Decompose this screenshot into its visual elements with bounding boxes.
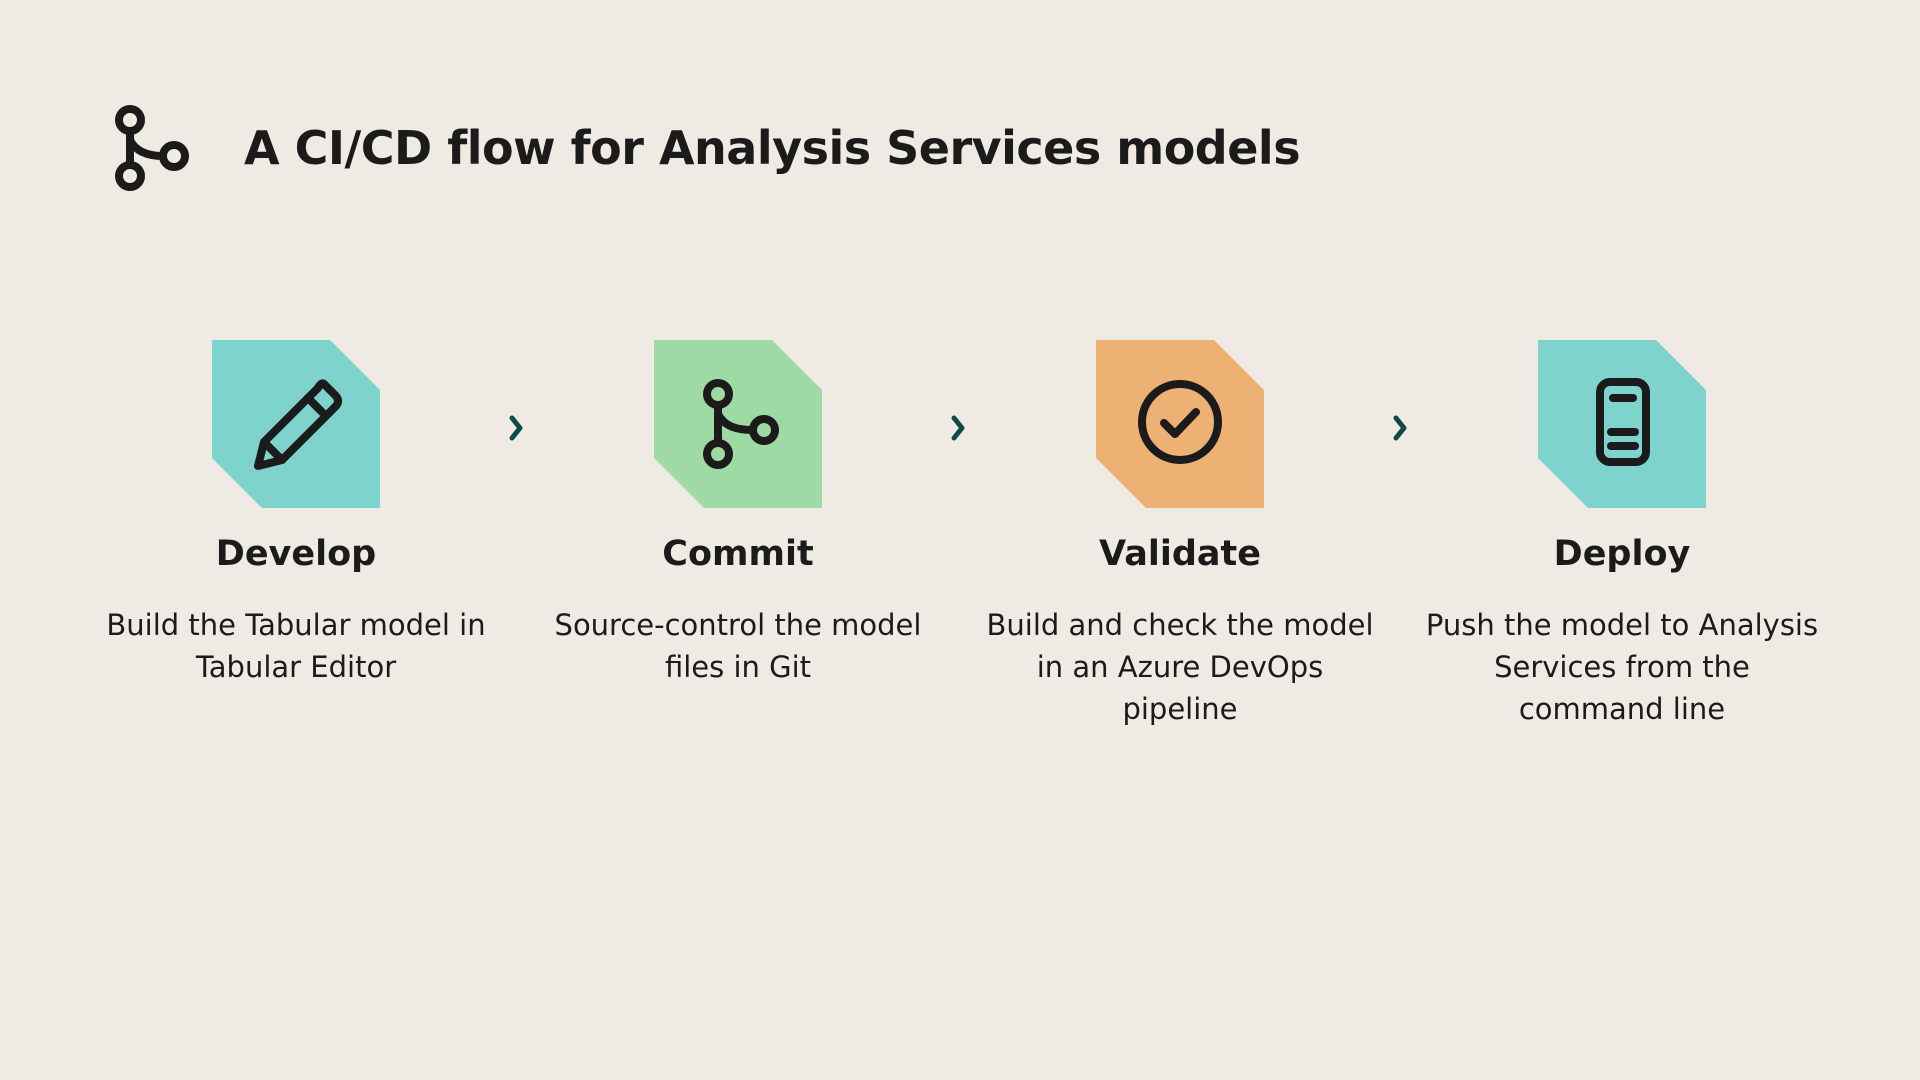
step-commit-description: Source-control the model files in Git — [554, 608, 922, 684]
chevron-right-icon — [1393, 415, 1407, 441]
chevron-right-icon — [509, 415, 523, 441]
step-deploy-description: Push the model to Analysis Services from… — [1425, 608, 1819, 726]
page-title: A CI/CD flow for Analysis Services model… — [244, 121, 1301, 175]
step-deploy: Deploy Push the model to Analysis Servic… — [1417, 340, 1827, 730]
step-develop-description: Build the Tabular model in Tabular Edito… — [106, 608, 486, 684]
step-develop-title: Develop — [215, 534, 377, 574]
step-deploy-title: Deploy — [1553, 534, 1691, 574]
check-circle-icon — [1138, 380, 1222, 464]
step-commit: Commit Source-control the model files in… — [533, 340, 943, 688]
git-branch-icon — [115, 105, 189, 191]
step-validate: Validate Build and check the model in an… — [975, 340, 1385, 730]
chevron-right-icon — [951, 415, 965, 441]
step-validate-description: Build and check the model in an Azure De… — [986, 608, 1374, 726]
step-validate-tile — [1096, 340, 1264, 508]
step-validate-title: Validate — [1099, 534, 1261, 574]
pencil-icon — [254, 379, 342, 470]
git-branch-icon — [703, 379, 779, 469]
step-commit-tile — [654, 340, 822, 508]
step-develop: Develop Build the Tabular model in Tabul… — [91, 340, 501, 688]
step-commit-title: Commit — [662, 534, 814, 574]
step-deploy-tile — [1538, 340, 1706, 508]
step-develop-tile — [212, 340, 380, 508]
mobile-device-icon — [1596, 378, 1650, 466]
